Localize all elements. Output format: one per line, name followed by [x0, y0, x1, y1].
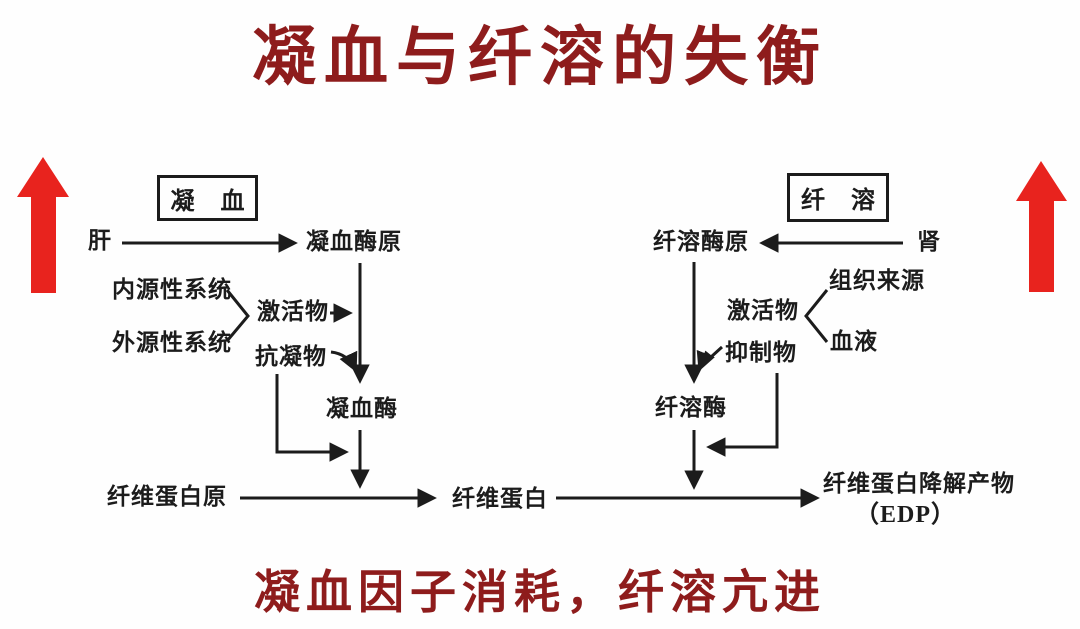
node-fibrin-degradation-products: 纤维蛋白降解产物 — [823, 471, 1015, 496]
chevron-systems-to-activator — [225, 289, 250, 342]
node-kidney: 肾 — [917, 229, 941, 254]
arrow-anticoagulant-curve — [330, 350, 358, 373]
coagulation-header-box: 凝 血 — [157, 175, 258, 221]
node-plasmin: 纤溶酶 — [655, 395, 727, 420]
node-prothrombin: 凝血酶原 — [306, 229, 402, 254]
node-fibrin: 纤维蛋白 — [452, 486, 548, 511]
node-activator-right: 激活物 — [727, 298, 799, 323]
node-intrinsic-system: 内源性系统 — [112, 277, 232, 302]
node-activator-left: 激活物 — [257, 299, 329, 324]
node-plasminogen: 纤溶酶原 — [653, 229, 749, 254]
page-title: 凝血与纤溶的失衡 — [252, 22, 828, 93]
chevron-sources-to-activator — [804, 289, 829, 343]
node-fibrinogen: 纤维蛋白原 — [107, 484, 227, 509]
node-thrombin: 凝血酶 — [326, 396, 398, 421]
node-extrinsic-system: 外源性系统 — [112, 330, 232, 355]
fibrinolysis-header-box: 纤 溶 — [787, 173, 889, 222]
node-anticoagulant: 抗凝物 — [255, 344, 327, 369]
elbow-left-bypass — [275, 374, 349, 462]
node-tissue-source: 组织来源 — [829, 268, 925, 293]
node-edp-abbr: （EDP） — [855, 502, 956, 528]
red-up-arrow-right — [1016, 161, 1067, 292]
node-liver: 肝 — [88, 228, 112, 253]
elbow-right-bypass — [706, 373, 779, 457]
node-inhibitor: 抑制物 — [725, 340, 797, 365]
node-blood: 血液 — [830, 329, 878, 354]
red-up-arrow-left — [17, 157, 69, 293]
arrow-inhibitor-zigzag — [696, 345, 724, 372]
bottom-caption: 凝血因子消耗，纤溶亢进 — [254, 567, 826, 618]
